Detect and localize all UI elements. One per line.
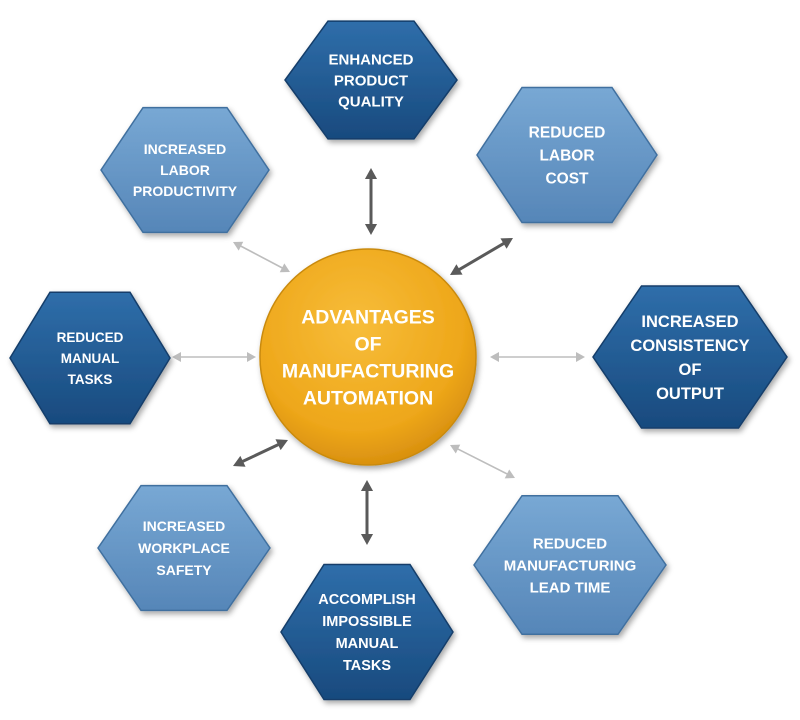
node-label-line: LABOR [539,148,594,165]
connector-arrow-reduced-labor-cost [450,238,513,275]
node-label: ENHANCED PRODUCT QUALITY [328,51,413,110]
node-reduced-labor-cost: REDUCED LABOR COST [476,86,658,224]
node-label-line: PRODUCTIVITY [133,183,238,199]
advantage-nodes: ENHANCED PRODUCT QUALITY REDUCED LABOR COST IN… [9,20,788,701]
connector-arrow-increased-consistency-of-output [490,352,585,362]
node-label-line: ACCOMPLISH [318,592,415,608]
node-label-line: SAFETY [156,562,212,578]
center-circle [259,248,477,466]
node-label: REDUCED LABOR COST [529,125,606,188]
node-label-line: OF [679,361,702,379]
hexagon-shape [100,106,270,234]
node-increased-consistency-of-output: INCREASED CONSISTENCY OF OUTPUT [592,285,788,429]
node-label: INCREASED CONSISTENCY OF OUTPUT [630,313,749,403]
hexagon-shape [473,494,667,636]
node-label-line: IMPOSSIBLE [322,614,412,630]
node-label-line: OUTPUT [656,385,724,403]
center-label: ADVANTAGES OF MANUFACTURING AUTOMATION [282,307,454,410]
node-accomplish-impossible-manual-tasks: ACCOMPLISH IMPOSSIBLE MANUAL TASKS [280,563,454,701]
center-label-line: MANUFACTURING [282,361,454,383]
node-label-line: TASKS [68,372,113,387]
node-increased-labor-productivity: INCREASED LABOR PRODUCTIVITY [100,106,270,234]
node-label-line: LABOR [160,162,210,178]
node-label: REDUCED MANUFACTURING LEAD TIME [504,535,637,596]
node-label-line: INCREASED [143,518,225,534]
node-label-line: INCREASED [641,313,738,331]
node-increased-workplace-safety: INCREASED WORKPLACE SAFETY [97,484,271,612]
connector-arrow-accomplish-impossible-manual-tasks [360,480,374,545]
hexagon-shape [97,484,271,612]
center-label-line: AUTOMATION [303,388,433,410]
node-reduced-manual-tasks: REDUCED MANUAL TASKS [9,291,171,425]
hexagon-shape [592,285,788,429]
hexagon-shape [280,563,454,701]
connector-arrow-reduced-manufacturing-lead-time [450,444,515,479]
node-label-line: REDUCED [533,535,607,552]
node-label-line: WORKPLACE [138,540,230,556]
connector-arrow-reduced-manual-tasks [172,352,256,362]
node-label-line: ENHANCED [328,51,413,68]
node-label: INCREASED WORKPLACE SAFETY [138,518,230,578]
hexagon-shape [284,20,458,140]
hexagon-shape [476,86,658,224]
connector-arrows [172,168,585,545]
node-label-line: INCREASED [144,141,226,157]
center-node: ADVANTAGES OF MANUFACTURING AUTOMATION [259,248,477,466]
node-label-line: CONSISTENCY [630,337,749,355]
node-label-line: MANUAL [61,351,120,366]
node-label-line: LEAD TIME [530,579,611,596]
node-reduced-manufacturing-lead-time: REDUCED MANUFACTURING LEAD TIME [473,494,667,636]
node-label-line: MANUFACTURING [504,557,637,574]
node-label-line: COST [545,171,589,188]
node-label-line: QUALITY [338,93,404,110]
node-label-line: REDUCED [529,125,606,142]
node-label-line: TASKS [343,658,391,674]
node-label-line: REDUCED [57,330,124,345]
connector-arrow-increased-labor-productivity [233,241,290,273]
node-label: ACCOMPLISH IMPOSSIBLE MANUAL TASKS [318,592,415,674]
connector-arrow-increased-workplace-safety [233,439,288,467]
node-label: REDUCED MANUAL TASKS [57,330,124,387]
node-enhanced-product-quality: ENHANCED PRODUCT QUALITY [284,20,458,140]
node-label-line: MANUAL [336,636,399,652]
center-label-line: ADVANTAGES [301,307,435,329]
node-label: INCREASED LABOR PRODUCTIVITY [133,141,238,199]
hexagon-shape [9,291,171,425]
node-label-line: PRODUCT [334,72,408,89]
connector-arrow-enhanced-product-quality [364,168,378,235]
center-label-line: OF [354,334,381,356]
